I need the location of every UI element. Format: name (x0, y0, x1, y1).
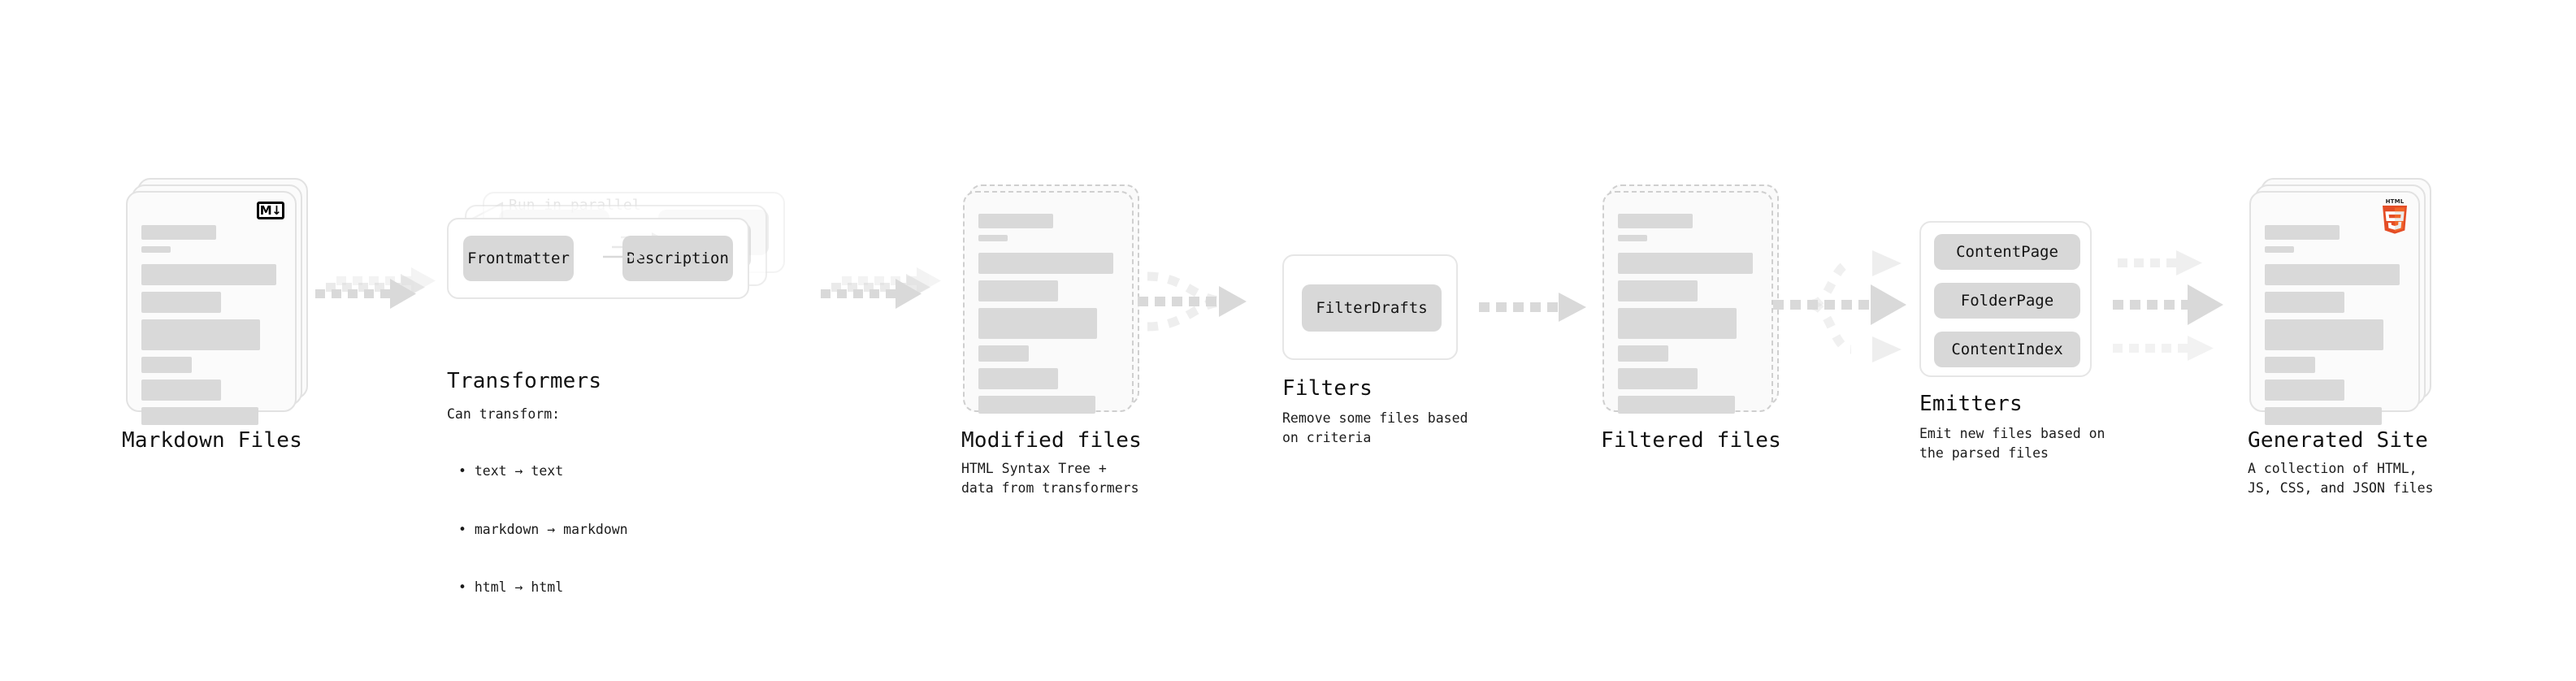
skeleton-bar (2265, 319, 2383, 350)
skeleton-bar (978, 214, 1053, 228)
stage-title-modified-files: Modified files (961, 428, 1142, 453)
stage-title-transformers: Transformers (447, 369, 602, 393)
modified-card-stack (963, 184, 1146, 419)
filters-group-box: FilterDrafts (1282, 254, 1458, 360)
connector-filters-to-filtered (1479, 286, 1593, 335)
html5-badge-icon: HTML (2381, 198, 2409, 234)
skeleton-bar (1618, 235, 1647, 241)
modified-skeleton (978, 214, 1119, 420)
stage-transformers: Run in parallel Frontmatter Description (447, 192, 788, 595)
connector-filtered-to-emitters (1773, 234, 1928, 380)
skeleton-bar (2265, 407, 2382, 425)
site-card-front: HTML (2249, 191, 2420, 425)
stage-title-filters: Filters (1282, 376, 1373, 401)
stage-title-markdown-files: Markdown Files (122, 428, 302, 453)
markdown-card-front: M↓ (126, 191, 297, 425)
markdown-badge-icon: M↓ (257, 202, 284, 219)
skeleton-bar (141, 407, 258, 425)
filters-subtitle: Remove some files based on criteria (1282, 410, 1468, 445)
skeleton-bar (978, 235, 1008, 241)
transformer-group-front: Frontmatter Description (447, 218, 749, 299)
skeleton-bar (978, 368, 1058, 389)
skeleton-bar (978, 345, 1029, 362)
skeleton-bar (978, 253, 1113, 274)
skeleton-bar (141, 246, 171, 253)
stage-title-emitters: Emitters (1919, 392, 2023, 416)
transformers-subtitle: Can transform: (447, 406, 561, 422)
bullet-text-to-text: text → text (458, 462, 628, 481)
skeleton-bar (1618, 214, 1693, 228)
connector-transformers-to-modified (821, 262, 941, 351)
transformers-bullet-list: text → text markdown → markdown html → h… (458, 423, 628, 636)
stage-modified-files: Modified files HTML Syntax Tree + data f… (961, 184, 1146, 496)
stage-title-filtered-files: Filtered files (1601, 428, 1781, 453)
plugin-contentpage[interactable]: ContentPage (1934, 234, 2080, 270)
skeleton-bar (1618, 368, 1698, 389)
skeleton-bar (141, 225, 216, 240)
skeleton-bar (2265, 357, 2315, 373)
bullet-markdown-to-markdown: markdown → markdown (458, 520, 628, 540)
modified-card-front (963, 191, 1134, 414)
skeleton-bar (1618, 253, 1753, 274)
connector-md-to-transformers (315, 262, 436, 351)
plugin-frontmatter[interactable]: Frontmatter (463, 236, 574, 281)
skeleton-bar (1618, 396, 1735, 414)
stage-emitters: ContentPage FolderPage ContentIndex Emit… (1919, 221, 2105, 461)
emitters-group-box: ContentPage FolderPage ContentIndex (1919, 221, 2092, 377)
stage-title-generated-site: Generated Site (2248, 428, 2428, 453)
transformer-group-stack: Frontmatter Description (447, 192, 788, 301)
plugin-description[interactable]: Description (622, 236, 733, 281)
skeleton-bar (2265, 292, 2344, 313)
skeleton-bar (141, 380, 221, 401)
connector-emitters-to-site (2113, 234, 2275, 380)
emitters-subtitle: Emit new files based on the parsed files (1919, 426, 2105, 461)
skeleton-bar (2265, 225, 2340, 240)
stage-filters: FilterDrafts Filters Remove some files b… (1282, 254, 1468, 445)
skeleton-bar (1618, 280, 1698, 301)
site-card-stack: CSS HTML (2249, 178, 2432, 425)
filtered-card-front (1602, 191, 1773, 414)
skeleton-bar (1618, 308, 1737, 339)
plugin-contentindex[interactable]: ContentIndex (1934, 332, 2080, 367)
skeleton-bar (978, 280, 1058, 301)
connector-modified-to-filters (1138, 258, 1284, 356)
skeleton-bar (141, 264, 276, 285)
markdown-skeleton (141, 225, 282, 432)
stage-generated-site: CSS HTML (2248, 178, 2433, 496)
connector-transformer-internal (603, 232, 661, 262)
markdown-card-stack: M↓ M↓ M↓ (126, 178, 309, 425)
skeleton-bar (978, 308, 1097, 339)
filtered-card-stack (1602, 184, 1785, 419)
skeleton-bar (2265, 246, 2294, 253)
filtered-skeleton (1618, 214, 1759, 420)
skeleton-bar (2265, 380, 2344, 401)
skeleton-bar (141, 357, 192, 373)
skeleton-bar (2265, 264, 2400, 285)
bullet-html-to-html: html → html (458, 578, 628, 597)
modified-files-subtitle: HTML Syntax Tree + data from transformer… (961, 461, 1139, 496)
plugin-folderpage[interactable]: FolderPage (1934, 283, 2080, 319)
plugin-filterdrafts[interactable]: FilterDrafts (1302, 284, 1442, 332)
stage-filtered-files: Filtered files (1601, 184, 1785, 453)
site-skeleton (2265, 225, 2405, 432)
stage-markdown-files: M↓ M↓ M↓ Markdown Files (122, 178, 309, 453)
skeleton-bar (141, 292, 221, 313)
skeleton-bar (141, 319, 260, 350)
skeleton-bar (978, 396, 1095, 414)
generated-site-subtitle: A collection of HTML, JS, CSS, and JSON … (2248, 461, 2434, 496)
skeleton-bar (1618, 345, 1668, 362)
